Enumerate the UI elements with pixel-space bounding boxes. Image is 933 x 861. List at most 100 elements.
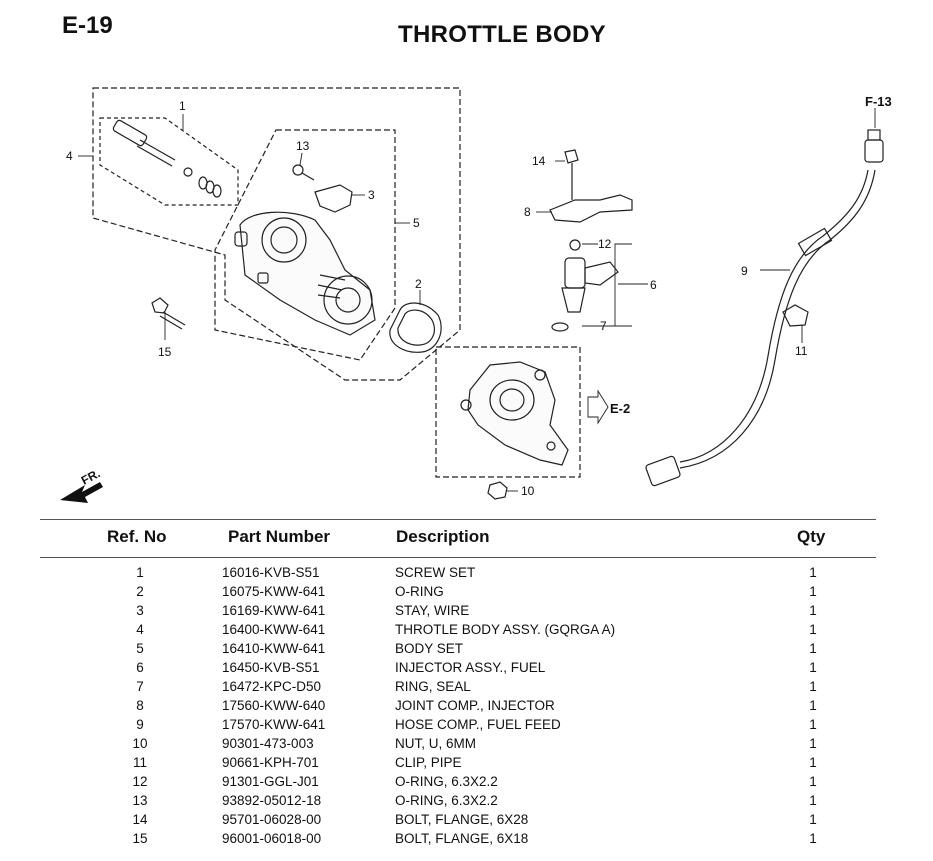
table-row: 7 16472-KPC-D50 RING, SEAL 1 [0,679,933,698]
description-cell: O-RING [395,584,444,599]
ref-cell: 1 [136,565,144,580]
description-cell: STAY, WIRE [395,603,470,618]
page-title: THROTTLE BODY [398,21,606,48]
injector-joint-part [549,149,633,223]
throttle-body-part [234,211,376,336]
callout-14: 14 [532,154,546,168]
part-number-cell: 95701-06028-00 [222,812,322,827]
col-header-part-number: Part Number [228,527,331,546]
injector-part [551,239,619,332]
qty-cell: 1 [809,698,817,713]
part-number-cell: 16450-KVB-S51 [222,660,320,675]
ref-cell: 14 [132,812,148,827]
part-number-cell: 90301-473-003 [222,736,314,751]
callout-12: 12 [598,237,612,251]
qty-cell: 1 [809,774,817,789]
qty-cell: 1 [809,660,817,675]
ref-cell: 8 [136,698,144,713]
description-cell: SCREW SET [395,565,476,580]
part-number-cell: 91301-GGL-J01 [222,774,319,789]
table-row: 14 95701-06028-00 BOLT, FLANGE, 6X28 1 [0,812,933,831]
callout-7: 7 [600,319,607,333]
description-cell: CLIP, PIPE [395,755,462,770]
ref-cell: 3 [136,603,144,618]
ref-cell: 10 [132,736,148,751]
callout-10: 10 [521,484,535,498]
col-header-description: Description [396,527,490,546]
callout-6: 6 [650,278,657,292]
callout-1: 1 [179,99,186,113]
qty-cell: 1 [809,812,817,827]
fuel-hose-part [645,129,884,487]
part-number-cell: 16472-KPC-D50 [222,679,322,694]
qty-cell: 1 [809,584,817,599]
table-row: 11 90661-KPH-701 CLIP, PIPE 1 [0,755,933,774]
table-row: 3 16169-KWW-641 STAY, WIRE 1 [0,603,933,622]
table-header-rule [40,557,876,558]
qty-cell: 1 [809,736,817,751]
screw-part [112,119,222,198]
part-number-cell: 93892-05012-18 [222,793,322,808]
callout-5: 5 [413,216,420,230]
ref-cell: 7 [136,679,144,694]
part-number-cell: 90661-KPH-701 [222,755,319,770]
part-number-cell: 17570-KWW-641 [222,717,326,732]
nut-part [487,481,508,500]
assembly-outline [92,87,461,381]
exploded-parts-diagram: 1 2 3 4 5 6 7 8 9 10 11 12 13 14 15 F-13… [60,87,892,503]
callout-13: 13 [296,139,310,153]
callout-2: 2 [415,277,422,291]
ref-cell: 9 [136,717,144,732]
qty-cell: 1 [809,679,817,694]
description-cell: HOSE COMP., FUEL FEED [395,717,561,732]
table-row: 4 16400-KWW-641 THROTLE BODY ASSY. (GQRGA … [0,622,933,641]
ref-cell: 6 [136,660,144,675]
bolt-15-part [151,297,186,330]
qty-cell: 1 [809,603,817,618]
description-cell: NUT, U, 6MM [395,736,476,751]
table-row: 6 16450-KVB-S51 INJECTOR ASSY., FUEL 1 [0,660,933,679]
description-cell: BOLT, FLANGE, 6X18 [395,831,529,846]
ref-cell: 11 [132,755,147,770]
ref-cell: 15 [132,831,148,846]
qty-cell: 1 [809,641,817,656]
part-number-cell: 16169-KWW-641 [222,603,326,618]
insulator-part [460,361,569,466]
part-number-cell: 96001-06018-00 [222,831,322,846]
stay-wire-part [314,184,353,213]
description-cell: O-RING, 6.3X2.2 [395,793,498,808]
qty-cell: 1 [809,831,817,846]
description-cell: INJECTOR ASSY., FUEL [395,660,546,675]
callout-15: 15 [158,345,172,359]
ref-cell: 4 [136,622,144,637]
description-cell: THROTLE BODY ASSY. (GQRGA A) [395,622,616,637]
leader-lines [78,108,876,492]
qty-cell: 1 [809,755,817,770]
description-cell: BOLT, FLANGE, 6X28 [395,812,529,827]
callout-11: 11 [795,344,808,358]
description-cell: RING, SEAL [395,679,471,694]
ref-cell: 5 [136,641,144,656]
ref-cell: 12 [132,774,148,789]
col-header-ref: Ref. No [107,527,167,546]
section-ref-f13: F-13 [865,94,892,109]
screw-set-outline [99,117,239,206]
col-header-qty: Qty [797,527,826,546]
o-ring-part [389,302,442,353]
callout-8: 8 [524,205,531,219]
table-top-rule [40,519,876,520]
page-code: E-19 [62,12,113,39]
body-set-outline [214,129,396,361]
part-number-cell: 17560-KWW-640 [222,698,326,713]
section-ref-e2: E-2 [610,401,630,416]
part-number-cell: 16400-KWW-641 [222,622,326,637]
insulator-outline [435,346,581,478]
callout-3: 3 [368,188,375,202]
front-arrow-icon [60,482,103,503]
table-row: 10 90301-473-003 NUT, U, 6MM 1 [0,736,933,755]
